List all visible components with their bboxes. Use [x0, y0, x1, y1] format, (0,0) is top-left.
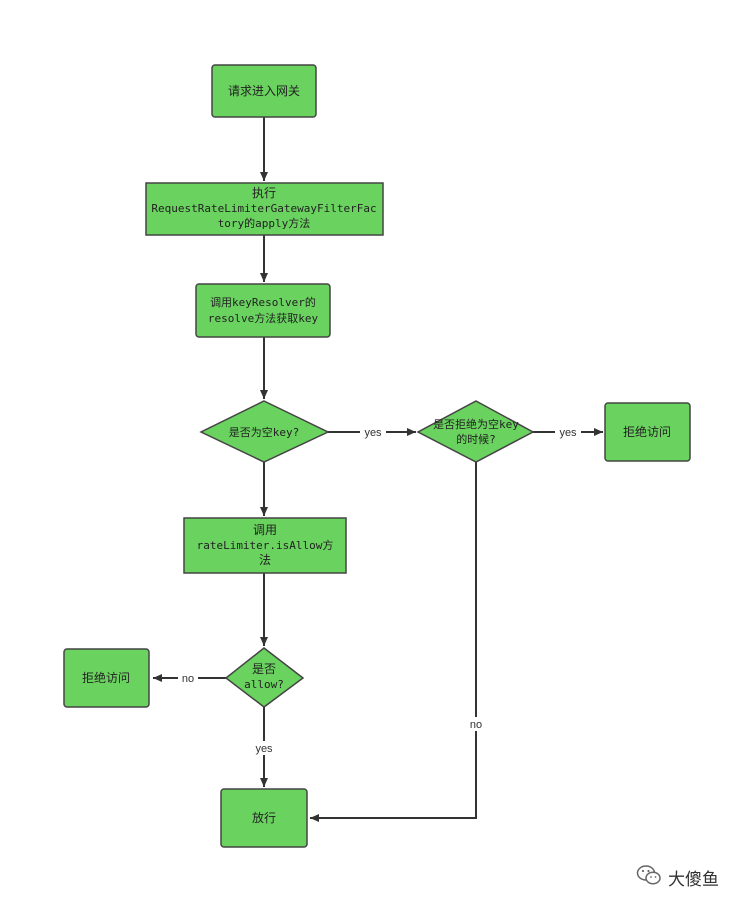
- node-is-empty-key-label: 是否为空key?: [229, 425, 300, 439]
- node-isallow-label-1: 调用: [253, 523, 277, 537]
- node-is-empty-key: [199, 400, 330, 463]
- label-bg: [178, 671, 198, 685]
- node-reject-left: [63, 648, 150, 708]
- edge-labels: yes yes no yes no: [178, 425, 581, 755]
- node-isallow-label-3: 法: [259, 553, 271, 567]
- node-allow-label-1: 是否: [252, 662, 276, 676]
- edge-label-deny-no: no: [470, 719, 482, 731]
- node-pass: [220, 788, 308, 848]
- node-reject-right: [604, 402, 691, 462]
- edge-deny-no: [310, 462, 477, 822]
- node-apply-label-1: 执行: [252, 186, 276, 200]
- node-resolve-label-1: 调用keyResolver的: [210, 295, 316, 309]
- node-apply-label-3: tory的apply方法: [218, 216, 311, 230]
- node-enter-gateway-label: 请求进入网关: [228, 84, 300, 98]
- edge-label-empty-yes: yes: [364, 427, 382, 439]
- node-allow: [224, 647, 305, 708]
- node-resolve-label-2: resolve方法获取key: [208, 311, 319, 325]
- node-resolve: [195, 283, 331, 338]
- node-reject-left-label: 拒绝访问: [82, 670, 130, 685]
- node-apply: [145, 182, 384, 236]
- node-reject-right-label: 拒绝访问: [623, 424, 671, 439]
- label-bg: [466, 717, 486, 731]
- node-deny-empty: [416, 400, 535, 463]
- edge-label-allow-yes: yes: [255, 743, 273, 755]
- edge-label-allow-no: no: [182, 673, 194, 685]
- node-apply-label-2: RequestRateLimiterGatewayFilterFac: [151, 202, 376, 215]
- node-isallow-label-2: rateLimiter.isAllow方: [197, 538, 334, 552]
- label-bg: [251, 741, 277, 755]
- wechat-icon: [636, 864, 662, 891]
- node-deny-empty-label-2: 的时候?: [456, 432, 496, 446]
- watermark-text: 大傻鱼: [668, 870, 719, 890]
- label-bg: [360, 425, 386, 439]
- node-enter-gateway: [211, 64, 317, 118]
- nodes: [63, 64, 691, 848]
- watermark: 大傻鱼: [636, 864, 719, 891]
- node-deny-empty-label-1: 是否拒绝为空key: [433, 417, 519, 431]
- node-isallow: [183, 517, 347, 574]
- label-bg: [555, 425, 581, 439]
- node-allow-label-2: allow?: [244, 678, 284, 691]
- node-pass-label: 放行: [252, 810, 276, 825]
- edge-label-deny-yes: yes: [559, 427, 577, 439]
- node-texts: 请求进入网关 执行 RequestRateLimiterGatewayFilte…: [82, 84, 671, 825]
